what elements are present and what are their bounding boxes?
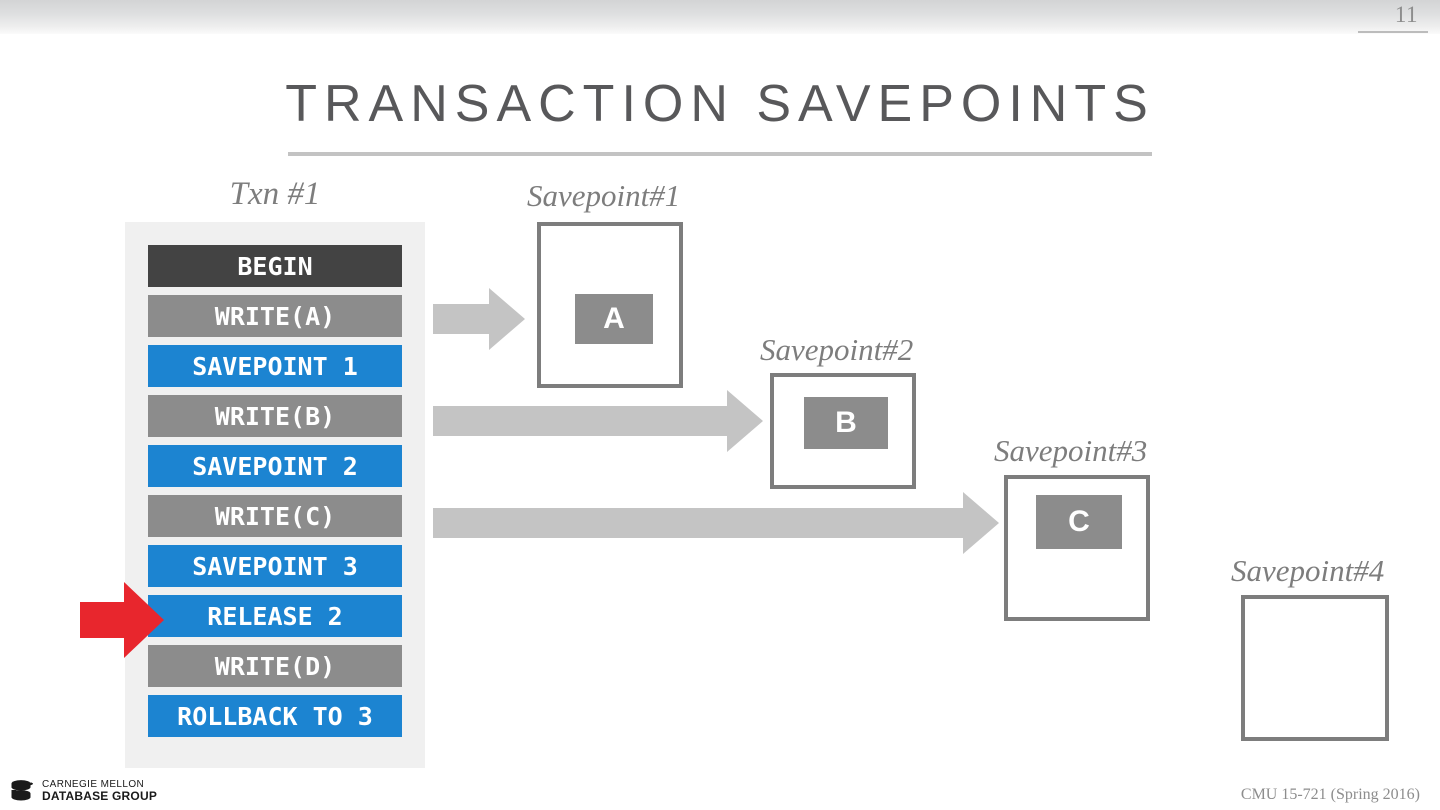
logo-line-1: CARNEGIE MELLON [42, 779, 145, 790]
savepoint-box-4 [1241, 595, 1389, 741]
flow-arrow-to-savepoint-3 [433, 492, 999, 554]
txn-row: SAVEPOINT 3 [148, 545, 402, 587]
txn-row: WRITE(A) [148, 295, 402, 337]
txn-row: BEGIN [148, 245, 402, 287]
page-number-underline [1358, 31, 1428, 33]
current-statement-pointer-icon [80, 582, 164, 658]
txn-statement-list: BEGIN WRITE(A) SAVEPOINT 1 WRITE(B) SAVE… [148, 245, 402, 745]
header-band [0, 0, 1440, 34]
logo-line-2: DATABASE GROUP [42, 789, 158, 803]
savepoint-box-3: C [1004, 475, 1150, 621]
txn-label: Txn #1 [229, 176, 321, 212]
savepoint-label-4: Savepoint#4 [1231, 553, 1385, 588]
cmu-db-group-logo: CARNEGIE MELLON DATABASE GROUP [10, 779, 157, 803]
txn-row: WRITE(C) [148, 495, 402, 537]
savepoint-label-3: Savepoint#3 [994, 433, 1148, 468]
page-title: TRANSACTION SAVEPOINTS [285, 75, 1155, 133]
course-footer: CMU 15-721 (Spring 2016) [1240, 786, 1420, 803]
txn-row: SAVEPOINT 1 [148, 345, 402, 387]
txn-row: SAVEPOINT 2 [148, 445, 402, 487]
savepoint-box-2: B [770, 373, 916, 489]
savepoint-item-c: C [1036, 495, 1122, 549]
flow-arrow-to-savepoint-2 [433, 390, 763, 452]
txn-row: ROLLBACK TO 3 [148, 695, 402, 737]
savepoint-item-b: B [804, 397, 888, 449]
database-cylinder-icon [11, 780, 33, 801]
savepoint-label-1: Savepoint#1 [527, 178, 681, 213]
txn-row: WRITE(D) [148, 645, 402, 687]
savepoint-box-1: A [537, 222, 683, 388]
savepoint-label-2: Savepoint#2 [760, 332, 914, 367]
title-divider [288, 152, 1152, 156]
page-number: 11 [1394, 2, 1418, 27]
savepoint-item-a: A [575, 294, 653, 344]
txn-row: WRITE(B) [148, 395, 402, 437]
flow-arrow-to-savepoint-1 [433, 288, 525, 350]
txn-row-current: RELEASE 2 [148, 595, 402, 637]
